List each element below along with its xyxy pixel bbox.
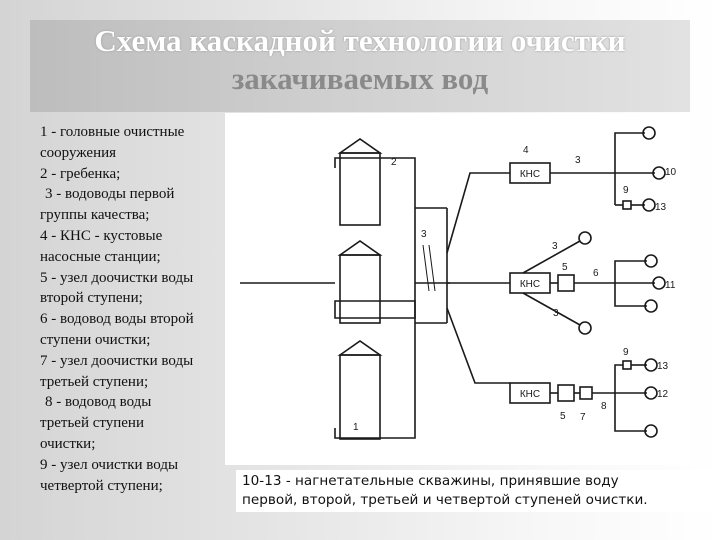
label-number-2: 2 (391, 157, 397, 168)
legend-line: насосные станции; (40, 248, 161, 265)
treatment-node-7b (579, 386, 593, 400)
injection-well-13-bottom (644, 358, 658, 372)
cascade-scheme-diagram: КНС КНС КНС (240, 126, 677, 440)
title-line-2: закачиваемых вод (231, 61, 489, 96)
treatment-node-9-top (622, 200, 632, 210)
legend-line: ступени очистки; (40, 331, 151, 348)
injection-well-mid-upper (578, 231, 592, 245)
legend-line: 9 - узел очистки воды (40, 456, 179, 473)
treatment-tank-3 (339, 354, 381, 440)
label-number-5: 5 (562, 262, 568, 273)
label-number-5-bottom: 5 (560, 411, 566, 422)
label-number-9-bottom: 9 (623, 347, 629, 358)
kns-label-3: КНС (520, 389, 540, 400)
legend-line: 1 - головные очистные (40, 124, 185, 140)
treatment-tank-2 (339, 254, 381, 324)
branch-well-mid-top (614, 260, 647, 283)
treatment-node-5 (557, 274, 575, 292)
label-number-12: 12 (657, 389, 669, 400)
label-number-3-mid-a: 3 (552, 241, 558, 252)
water-line-to-kns-3 (446, 307, 510, 384)
legend-line: 2 - гребенка; (40, 165, 121, 182)
treatment-tank-1 (339, 152, 381, 226)
legend-line: 5 - узел доочистки воды (40, 269, 194, 286)
title-line-1: Схема каскадной технологии очистки (94, 23, 626, 58)
legend-line: 7 - узел доочистки воды (40, 352, 194, 369)
label-number-3-main: 3 (421, 229, 427, 240)
label-number-3-mid-b: 3 (553, 308, 559, 319)
legend-line: 4 - КНС - кустовые (40, 227, 163, 244)
legend-line: группы качества; (40, 207, 150, 224)
kns-label-1: КНС (520, 169, 540, 180)
branch-well-mid-bottom (614, 283, 647, 307)
water-line-to-kns-1 (446, 172, 510, 254)
treatment-node-7a (557, 384, 575, 402)
caption-line-1: 10-13 - нагнетательные скважины, принявш… (242, 473, 619, 489)
tank-roof-3 (337, 340, 383, 356)
branch-riser-9-bottom (614, 364, 623, 393)
branch-kns-2-upper (522, 240, 581, 274)
label-number-13-bottom: 13 (657, 361, 669, 372)
caption-line-2: первой, второй, третьей и четвертой ступ… (242, 492, 648, 508)
label-number-9-top: 9 (623, 185, 629, 196)
label-number-8: 8 (601, 401, 607, 412)
injection-well-mid-top (644, 254, 658, 268)
injection-well-bottom (644, 424, 658, 438)
legend-line: 8 - водовод воды (45, 394, 152, 411)
treatment-node-9-bottom (622, 360, 632, 370)
label-number-4: 4 (523, 145, 529, 156)
legend-line: 3 - водоводы первой (45, 186, 175, 203)
diagram-panel: КНС КНС КНС (225, 113, 690, 465)
tank-roof-2 (337, 240, 383, 256)
kns-label-2: КНС (520, 279, 540, 290)
injection-well-12 (644, 386, 658, 400)
legend-line: 6 - водовод воды второй (40, 311, 194, 328)
label-number-7: 7 (580, 412, 586, 423)
comb-frame-top (334, 157, 416, 319)
legend-line: очистки; (40, 435, 96, 452)
branch-well-bottom (614, 393, 647, 432)
legend: 1 - головные очистные сооружения 2 - гре… (40, 122, 232, 496)
branch-kns-2-lower (522, 292, 581, 326)
wells-caption: 10-13 - нагнетательные скважины, принявш… (236, 470, 720, 512)
tank-roof-1 (337, 138, 383, 154)
label-number-6: 6 (593, 268, 599, 279)
injection-well-mid-bottom (644, 299, 658, 313)
legend-line: второй ступени; (40, 290, 143, 307)
label-number-11: 11 (665, 280, 676, 291)
legend-line: сооружения (40, 144, 117, 161)
injection-well-11 (652, 276, 666, 290)
legend-line: третьей ступени; (40, 373, 149, 390)
legend-line: третьей ступени (40, 415, 144, 432)
line-marker-3 (422, 244, 436, 292)
label-number-1: 1 (353, 422, 359, 433)
injection-well-10 (652, 166, 666, 180)
legend-line: четвертой ступени; (40, 477, 163, 494)
slide-title: Схема каскадной технологии очистки закач… (30, 22, 690, 98)
label-number-10: 10 (665, 167, 677, 178)
injection-well-top (642, 126, 656, 140)
label-number-13-top: 13 (655, 202, 667, 213)
injection-well-13-top (642, 198, 656, 212)
branch-well-upper (614, 132, 645, 173)
label-number-3-top: 3 (575, 155, 581, 166)
title-band (30, 20, 690, 112)
comb-frame-bottom (334, 300, 416, 439)
injection-well-mid-lower (578, 321, 592, 335)
